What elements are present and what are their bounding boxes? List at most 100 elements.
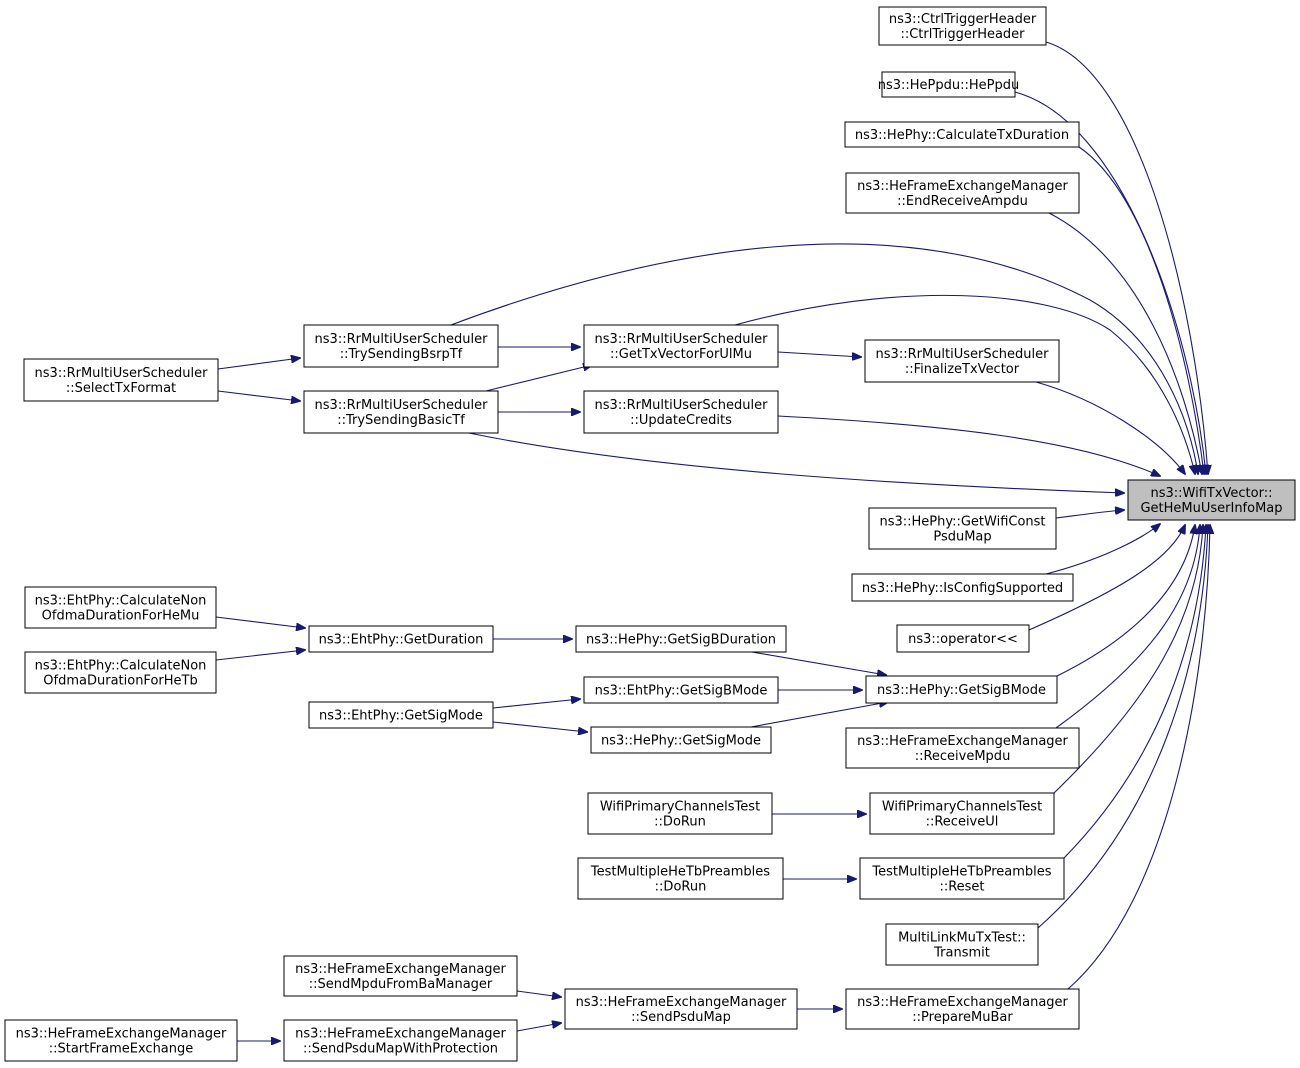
edge-he_get_sig_mode-to-he_get_sigb_mode [750,702,888,728]
edge-ctrl_trigger_header-to-target [1045,41,1208,474]
node-box [4,1019,238,1062]
node-label-line: OfdmaDurationForHeMu [42,609,200,624]
node-box [859,857,1065,900]
node-label-line: ::CtrlTriggerHeader [900,27,1025,42]
node-label-line: OfdmaDurationForHeTb [43,674,197,689]
node-target: ns3::WifiTxVector::GetHeMuUserInfoMap [1127,479,1296,521]
node-mlmu-transmit[interactable]: MultiLinkMuTxTest::Transmit [885,923,1039,966]
node-try-sending-basic[interactable]: ns3::RrMultiUserScheduler::TrySendingBas… [303,390,499,434]
node-is-config-supported[interactable]: ns3::HePhy::IsConfigSupported [851,573,1074,602]
node-box [303,390,499,434]
node-label-line: ns3::HeFrameExchangeManager [576,995,787,1010]
node-label-line: ns3::WifiTxVector:: [1150,486,1272,501]
node-tmh-do-run[interactable]: TestMultipleHeTbPreambles::DoRun [577,857,784,900]
edge-tmh_reset-to-target [1063,525,1206,859]
node-label-line: TestMultipleHeTbPreambles [590,865,770,880]
node-label-line: ::DoRun [655,880,707,895]
node-label-line: ns3::HeFrameExchangeManager [857,179,1068,194]
edge-update_credits-to-target [777,415,1160,476]
node-label-line: ::SendPsduMap [631,1010,731,1025]
node-eht-get-sigb-mode[interactable]: ns3::EhtPhy::GetSigBMode [583,676,779,704]
node-box [308,625,494,653]
node-start-frame-exchange[interactable]: ns3::HeFrameExchangeManager::StartFrameE… [4,1019,238,1062]
node-label-line: ns3::HeFrameExchangeManager [857,734,1068,749]
node-prepare-mu-bar[interactable]: ns3::HeFrameExchangeManager::PrepareMuBa… [845,988,1080,1030]
node-label-line: TestMultipleHeTbPreambles [871,865,1051,880]
node-he-get-sig-mode[interactable]: ns3::HePhy::GetSigMode [590,726,772,754]
edge-send_psdu_map_prot-to-send_psdu_map [516,1023,561,1032]
edge-prepare_mu_bar-to-target [1067,525,1210,990]
node-box [845,172,1080,214]
node-he-ppdu[interactable]: ns3::HePpdu::HePpdu [878,71,1020,98]
node-he-get-sigb-mode[interactable]: ns3::HePhy::GetSigBMode [865,675,1058,704]
edge-calc_tx_duration-to-target [1078,146,1204,474]
edge-mlmu_transmit-to-target [1037,525,1208,929]
node-label-line: ::PrepareMuBar [912,1010,1013,1025]
node-box [308,701,494,729]
node-box [23,358,219,402]
node-box [1127,479,1296,521]
node-label-line: ns3::HePhy::GetSigMode [601,734,761,749]
node-label-line: ::ReceiveUl [926,815,999,830]
edge-he_get_sigb_duration-to-he_get_sigb_mode [751,651,886,675]
node-select-tx-format[interactable]: ns3::RrMultiUserScheduler::SelectTxForma… [23,358,219,402]
node-label-line: PsduMap [933,530,991,545]
node-box [303,324,499,368]
edge-select_tx_format-to-try_sending_basic [217,390,300,401]
node-label-line: ns3::RrMultiUserScheduler [876,347,1050,362]
node-wpc-receive-ul[interactable]: WifiPrimaryChannelsTest::ReceiveUl [869,792,1055,835]
node-receive-mpdu[interactable]: ns3::HeFrameExchangeManager::ReceiveMpdu [845,727,1080,769]
node-end-receive-ampdu[interactable]: ns3::HeFrameExchangeManager::EndReceiveA… [845,172,1080,214]
node-box [583,390,779,434]
node-label-line: WifiPrimaryChannelsTest [600,800,760,815]
node-ctrl-trigger-header[interactable]: ns3::CtrlTriggerHeader::CtrlTriggerHeade… [878,6,1047,46]
node-box [577,857,784,900]
node-box [583,324,779,368]
node-finalize-tx-vector[interactable]: ns3::RrMultiUserScheduler::FinalizeTxVec… [864,339,1060,383]
node-box [24,586,217,629]
node-send-psdu-map[interactable]: ns3::HeFrameExchangeManager::SendPsduMap [564,988,798,1030]
edge-eht_get_sig_mode-to-he_get_sig_mode [492,721,587,732]
node-box [864,339,1060,383]
edge-try_sending_basic-to-target [468,432,1124,493]
edge-eht_get_sig_mode-to-eht_get_sigb_mode [492,699,580,709]
node-calc-non-ofdma-mu[interactable]: ns3::EhtPhy::CalculateNonOfdmaDurationFo… [24,586,217,629]
node-calc-non-ofdma-tb[interactable]: ns3::EhtPhy::CalculateNonOfdmaDurationFo… [24,651,217,694]
node-label-line: ::GetTxVectorForUlMu [610,347,752,362]
node-calc-tx-duration[interactable]: ns3::HePhy::CalculateTxDuration [844,121,1080,148]
node-label-line: WifiPrimaryChannelsTest [882,800,1042,815]
edge-is_config_supported-to-target [1045,524,1160,575]
node-label-line: ns3::operator<< [908,632,1018,647]
edge-finalize_tx_vector-to-target [1035,381,1185,474]
node-he-get-sigb-duration[interactable]: ns3::HePhy::GetSigBDuration [575,625,787,653]
node-label-line: ns3::EhtPhy::CalculateNon [35,659,207,674]
node-label-line: ::SendMpduFromBaManager [309,977,493,992]
node-wpc-do-run[interactable]: WifiPrimaryChannelsTest::DoRun [587,792,773,835]
node-label-line: ::SelectTxFormat [66,381,176,396]
node-box [283,955,518,997]
node-label-line: ::EndReceiveAmpdu [897,194,1028,209]
node-box [845,727,1080,769]
node-box [24,651,217,694]
edge-end_receive_ampdu-to-target [1048,212,1202,474]
node-label-line: ns3::HePhy::IsConfigSupported [862,581,1063,596]
node-send-mpdu-from-ba[interactable]: ns3::HeFrameExchangeManager::SendMpduFro… [283,955,518,997]
edge-operator_ll-to-target [1028,525,1185,631]
node-eht-get-duration[interactable]: ns3::EhtPhy::GetDuration [308,625,494,653]
node-label-line: ::SendPsduMapWithProtection [303,1042,498,1057]
node-get-tx-vector-ul[interactable]: ns3::RrMultiUserScheduler::GetTxVectorFo… [583,324,779,368]
node-label-line: ::TrySendingBasicTf [337,413,465,428]
node-label-line: ns3::EhtPhy::GetDuration [319,633,484,648]
node-operator-ll[interactable]: ns3::operator<< [896,624,1030,653]
node-tmh-reset[interactable]: TestMultipleHeTbPreambles::Reset [859,857,1065,900]
node-label-line: GetHeMuUserInfoMap [1140,501,1282,516]
node-label-line: ::Reset [939,880,984,895]
node-try-sending-bsrp[interactable]: ns3::RrMultiUserScheduler::TrySendingBsr… [303,324,499,368]
node-send-psdu-map-prot[interactable]: ns3::HeFrameExchangeManager::SendPsduMap… [283,1019,518,1062]
node-eht-get-sig-mode[interactable]: ns3::EhtPhy::GetSigMode [308,701,494,729]
node-box [845,988,1080,1030]
node-label-line: ns3::RrMultiUserScheduler [595,398,769,413]
node-box [564,988,798,1030]
node-update-credits[interactable]: ns3::RrMultiUserScheduler::UpdateCredits [583,390,779,434]
